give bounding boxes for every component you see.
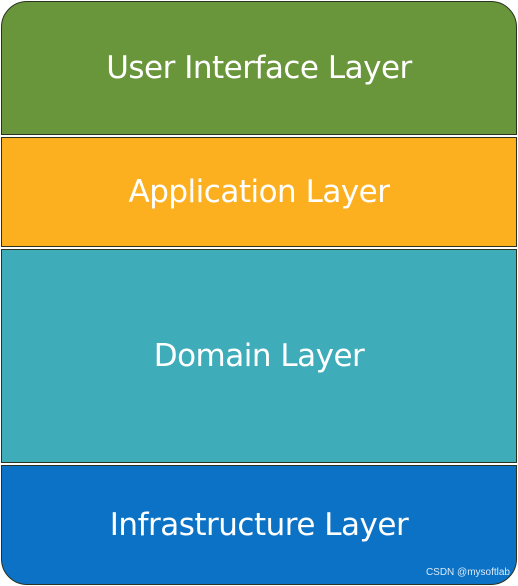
infrastructure-layer: Infrastructure Layer (1, 465, 517, 585)
domain-layer: Domain Layer (1, 249, 517, 463)
application-layer: Application Layer (1, 137, 517, 247)
domain-layer-label: Domain Layer (153, 337, 365, 374)
watermark: CSDN @mysoftlab (425, 567, 510, 578)
infrastructure-layer-label: Infrastructure Layer (109, 506, 409, 543)
application-layer-label: Application Layer (128, 173, 391, 210)
user-interface-layer: User Interface Layer (1, 1, 517, 135)
user-interface-layer-label: User Interface Layer (106, 49, 412, 86)
